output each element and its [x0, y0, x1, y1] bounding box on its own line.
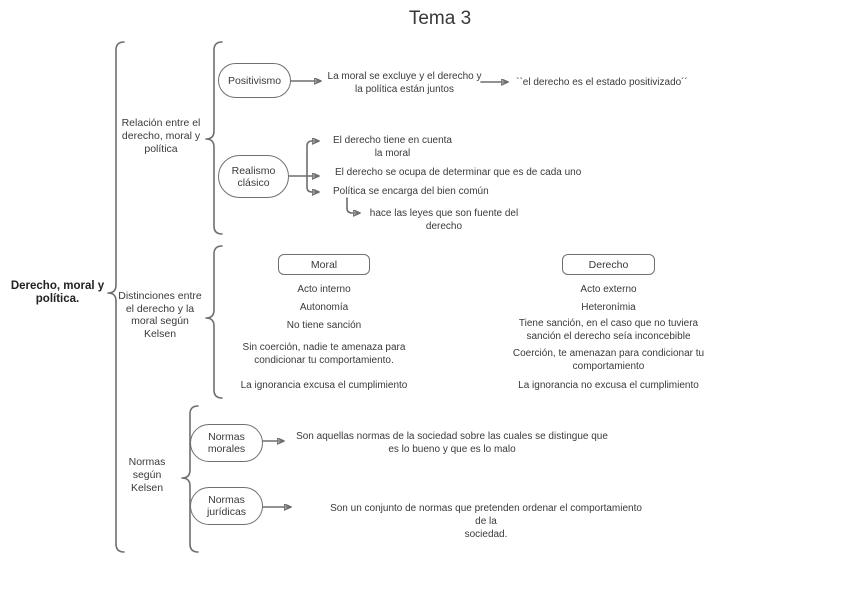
node-normas-juridicas: Normas jurídicas	[190, 487, 263, 525]
section-label-normas: Normas según Kelsen	[128, 456, 166, 494]
derecho-item: Coerción, te amenazan para condicionar t…	[512, 348, 705, 372]
node-positivismo: Positivismo	[218, 63, 291, 98]
node-realismo-clasico: Realismo clásico	[218, 155, 289, 198]
text-realismo-point2: El derecho se ocupa de determinar que es…	[335, 167, 582, 178]
derecho-item: Heteronímia	[581, 302, 636, 313]
text-positivismo-quote: ``el derecho es el estado positivizado´´	[516, 77, 688, 88]
moral-item: Acto interno	[297, 284, 351, 295]
text-normas-morales-desc: Son aquellas normas de la sociedad sobre…	[296, 431, 608, 455]
brace-normas	[181, 405, 199, 553]
node-normas-morales: Normas morales	[190, 424, 263, 462]
header-moral: Moral	[278, 254, 370, 275]
moral-item: La ignorancia excusa el cumplimiento	[240, 380, 408, 391]
section-label-relacion: Relación entre el derecho, moral y polít…	[121, 117, 201, 155]
header-derecho: Derecho	[562, 254, 655, 275]
text-positivismo-claim: La moral se excluye y el derecho y la po…	[327, 71, 482, 95]
text-realismo-point3-sub: hace las leyes que son fuente del derech…	[369, 208, 519, 232]
moral-item: Autonomía	[299, 302, 349, 313]
text-realismo-point1: El derecho tiene en cuenta la moral	[333, 135, 452, 159]
section-label-distinciones: Distinciones entre el derecho y la moral…	[118, 290, 202, 340]
page-title: Tema 3	[408, 8, 472, 29]
moral-item: No tiene sanción	[286, 320, 362, 331]
brace-root	[107, 41, 125, 553]
derecho-item: La ignorancia no excusa el cumplimiento	[518, 380, 699, 391]
brace-relacion	[205, 41, 223, 235]
arrow-realismo-point3	[306, 175, 318, 192]
text-normas-juridicas-desc: Son un conjunto de normas que pretenden …	[330, 503, 642, 540]
text-realismo-point3: Política se encarga del bien común	[333, 186, 489, 197]
derecho-item: Acto externo	[580, 284, 637, 295]
root-topic-label: Derecho, moral y política.	[10, 280, 105, 305]
derecho-item: Tiene sanción, en el caso que no tuviera…	[518, 318, 699, 342]
arrow-point3-sub	[346, 197, 359, 213]
arrow-realismo-point1	[306, 141, 318, 177]
brace-distinciones	[205, 245, 223, 399]
moral-item: Sin coerción, nadie te amenaza para cond…	[242, 342, 406, 366]
